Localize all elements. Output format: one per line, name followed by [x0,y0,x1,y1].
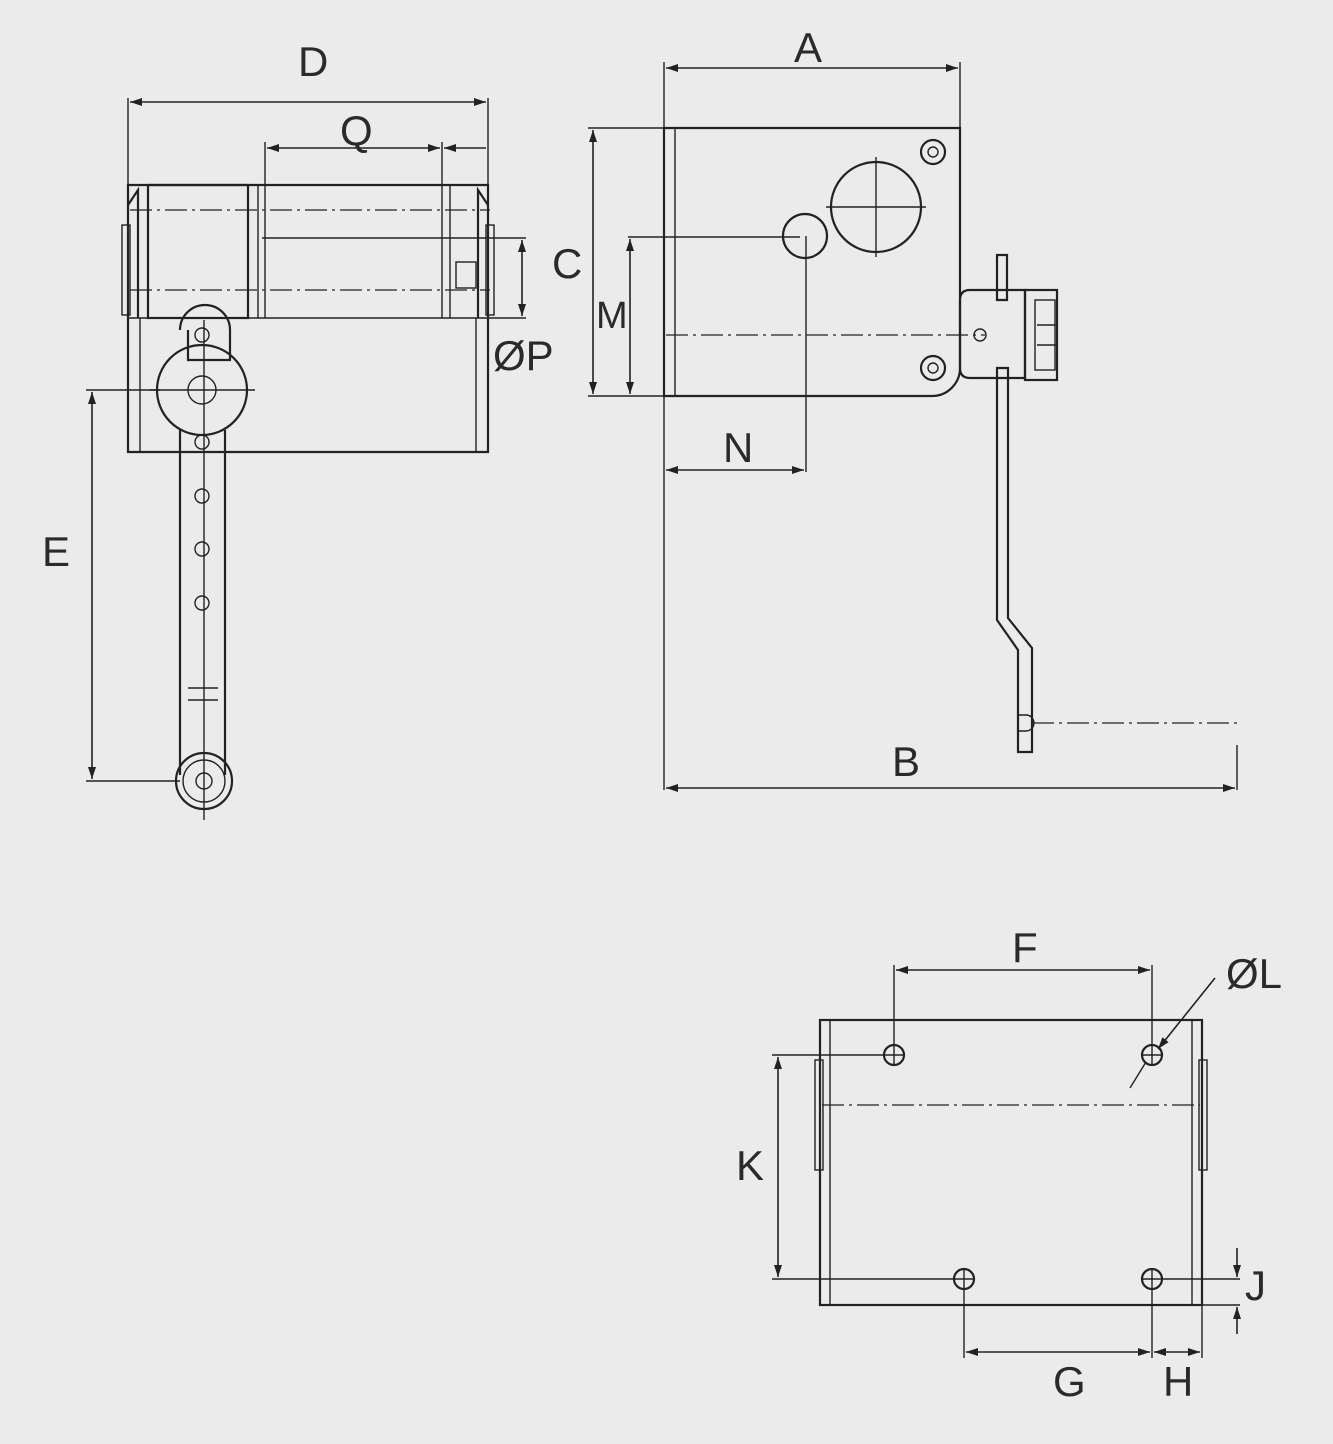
label-k: K [736,1142,764,1189]
side-view [121,183,526,820]
dimensions-bottom-view [772,965,1241,1358]
label-m: M [596,295,628,337]
label-g: G [1053,1358,1086,1405]
label-j: J [1245,1262,1266,1309]
label-e: E [42,528,70,575]
front-view [628,126,1240,754]
label-a: A [794,24,822,71]
label-n: N [723,424,753,471]
label-l: ØL [1226,950,1282,997]
label-d: D [298,38,328,85]
label-c: C [552,240,582,287]
dimensions-side-view [86,98,526,782]
dimensions-front-view [588,62,1238,792]
bottom-view [814,1018,1208,1307]
label-f: F [1012,924,1038,971]
label-h: H [1163,1358,1193,1405]
label-p: ØP [493,332,554,379]
label-q: Q [340,107,373,154]
label-b: B [892,738,920,785]
